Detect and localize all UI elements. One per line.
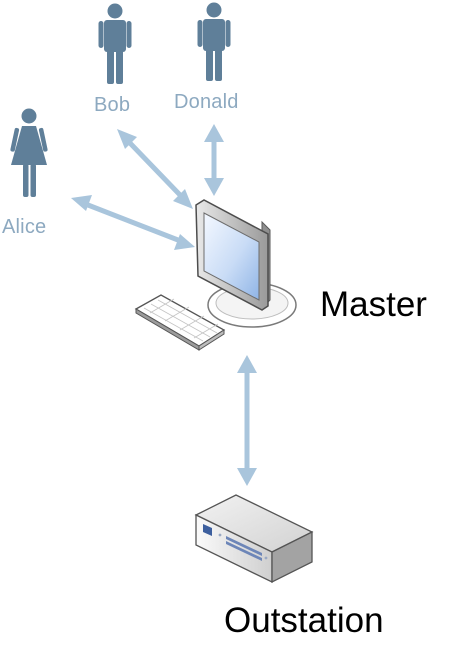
node-label-outstation: Outstation	[224, 601, 384, 640]
link-arrows	[71, 124, 257, 486]
person-label-bob: Bob	[94, 94, 131, 116]
keyboard-icon	[134, 294, 226, 351]
node-label-master: Master	[320, 285, 427, 324]
person-bob-icon	[98, 3, 132, 84]
arrow-alice-master	[71, 195, 195, 250]
arrow-bob-master	[117, 129, 193, 209]
arrow-donald-master	[204, 124, 224, 196]
outstation-device-icon	[194, 494, 314, 584]
person-alice-icon	[10, 108, 48, 197]
arrow-master-outstation	[237, 355, 257, 486]
person-donald-icon	[197, 2, 231, 81]
master-computer-icon	[195, 199, 297, 328]
person-label-donald: Donald	[174, 91, 239, 113]
person-label-alice: Alice	[2, 216, 47, 238]
